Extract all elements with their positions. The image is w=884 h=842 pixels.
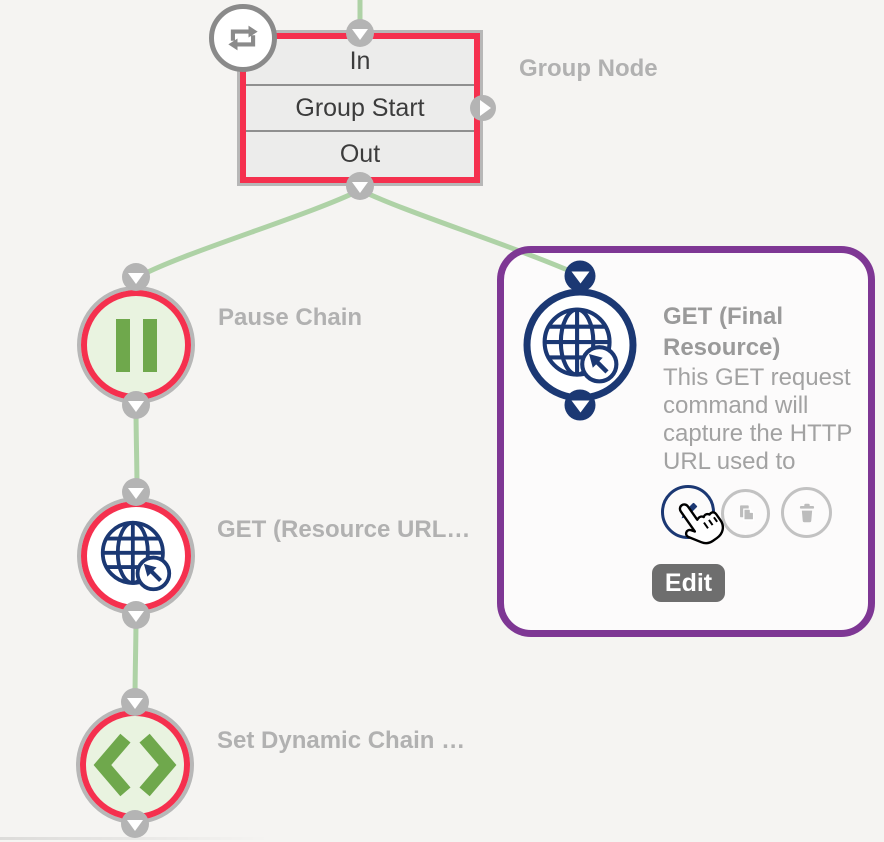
group-row-in[interactable]: In xyxy=(349,46,371,75)
trash-icon xyxy=(799,503,814,522)
selected-in-port[interactable] xyxy=(564,260,596,292)
group-start-port[interactable] xyxy=(470,95,496,121)
delete-button[interactable] xyxy=(781,487,832,538)
set-dynamic-chain-label: Set Dynamic Chain … xyxy=(217,727,466,754)
pause-icon xyxy=(115,318,157,372)
node-pause-chain[interactable] xyxy=(77,286,195,404)
get-out-port[interactable] xyxy=(122,601,150,629)
edit-tooltip: Edit xyxy=(652,564,725,602)
set-in-port[interactable] xyxy=(121,688,149,716)
get-in-port[interactable] xyxy=(122,478,150,506)
selected-node-description: This GET request command will capture th… xyxy=(663,364,852,471)
group-out-port[interactable] xyxy=(346,172,374,200)
group-node[interactable]: In Group Start Out xyxy=(237,30,483,186)
group-node-label: Group Node xyxy=(519,55,658,82)
selected-out-port[interactable] xyxy=(564,389,596,421)
pause-in-port[interactable] xyxy=(122,263,150,291)
globe-pointer-icon xyxy=(542,307,618,383)
set-out-port[interactable] xyxy=(121,810,149,838)
group-row-out[interactable]: Out xyxy=(246,130,474,177)
globe-pointer-icon xyxy=(100,520,172,592)
hand-cursor xyxy=(678,503,725,545)
copy-icon xyxy=(739,504,754,521)
group-node-body: In Group Start Out xyxy=(240,33,480,183)
code-brackets-icon xyxy=(93,733,177,797)
node-get-final-resource[interactable] xyxy=(523,288,637,402)
canvas-edge-shadow xyxy=(0,837,270,840)
node-set-dynamic-chain[interactable] xyxy=(76,706,194,824)
connection-group-to-pause xyxy=(137,187,363,279)
group-in-port[interactable] xyxy=(346,19,374,47)
selected-node-title: GET (Final Resource) xyxy=(663,303,783,361)
pause-chain-label: Pause Chain xyxy=(218,304,363,331)
loop-badge[interactable] xyxy=(209,4,277,72)
node-get-resource[interactable] xyxy=(77,497,195,615)
get-resource-label: GET (Resource URL… xyxy=(217,516,471,543)
copy-button[interactable] xyxy=(721,489,770,538)
pause-out-port[interactable] xyxy=(122,391,150,419)
group-row-start[interactable]: Group Start xyxy=(246,83,474,131)
loop-icon xyxy=(228,25,258,51)
selected-node-card-border[interactable] xyxy=(497,246,875,637)
